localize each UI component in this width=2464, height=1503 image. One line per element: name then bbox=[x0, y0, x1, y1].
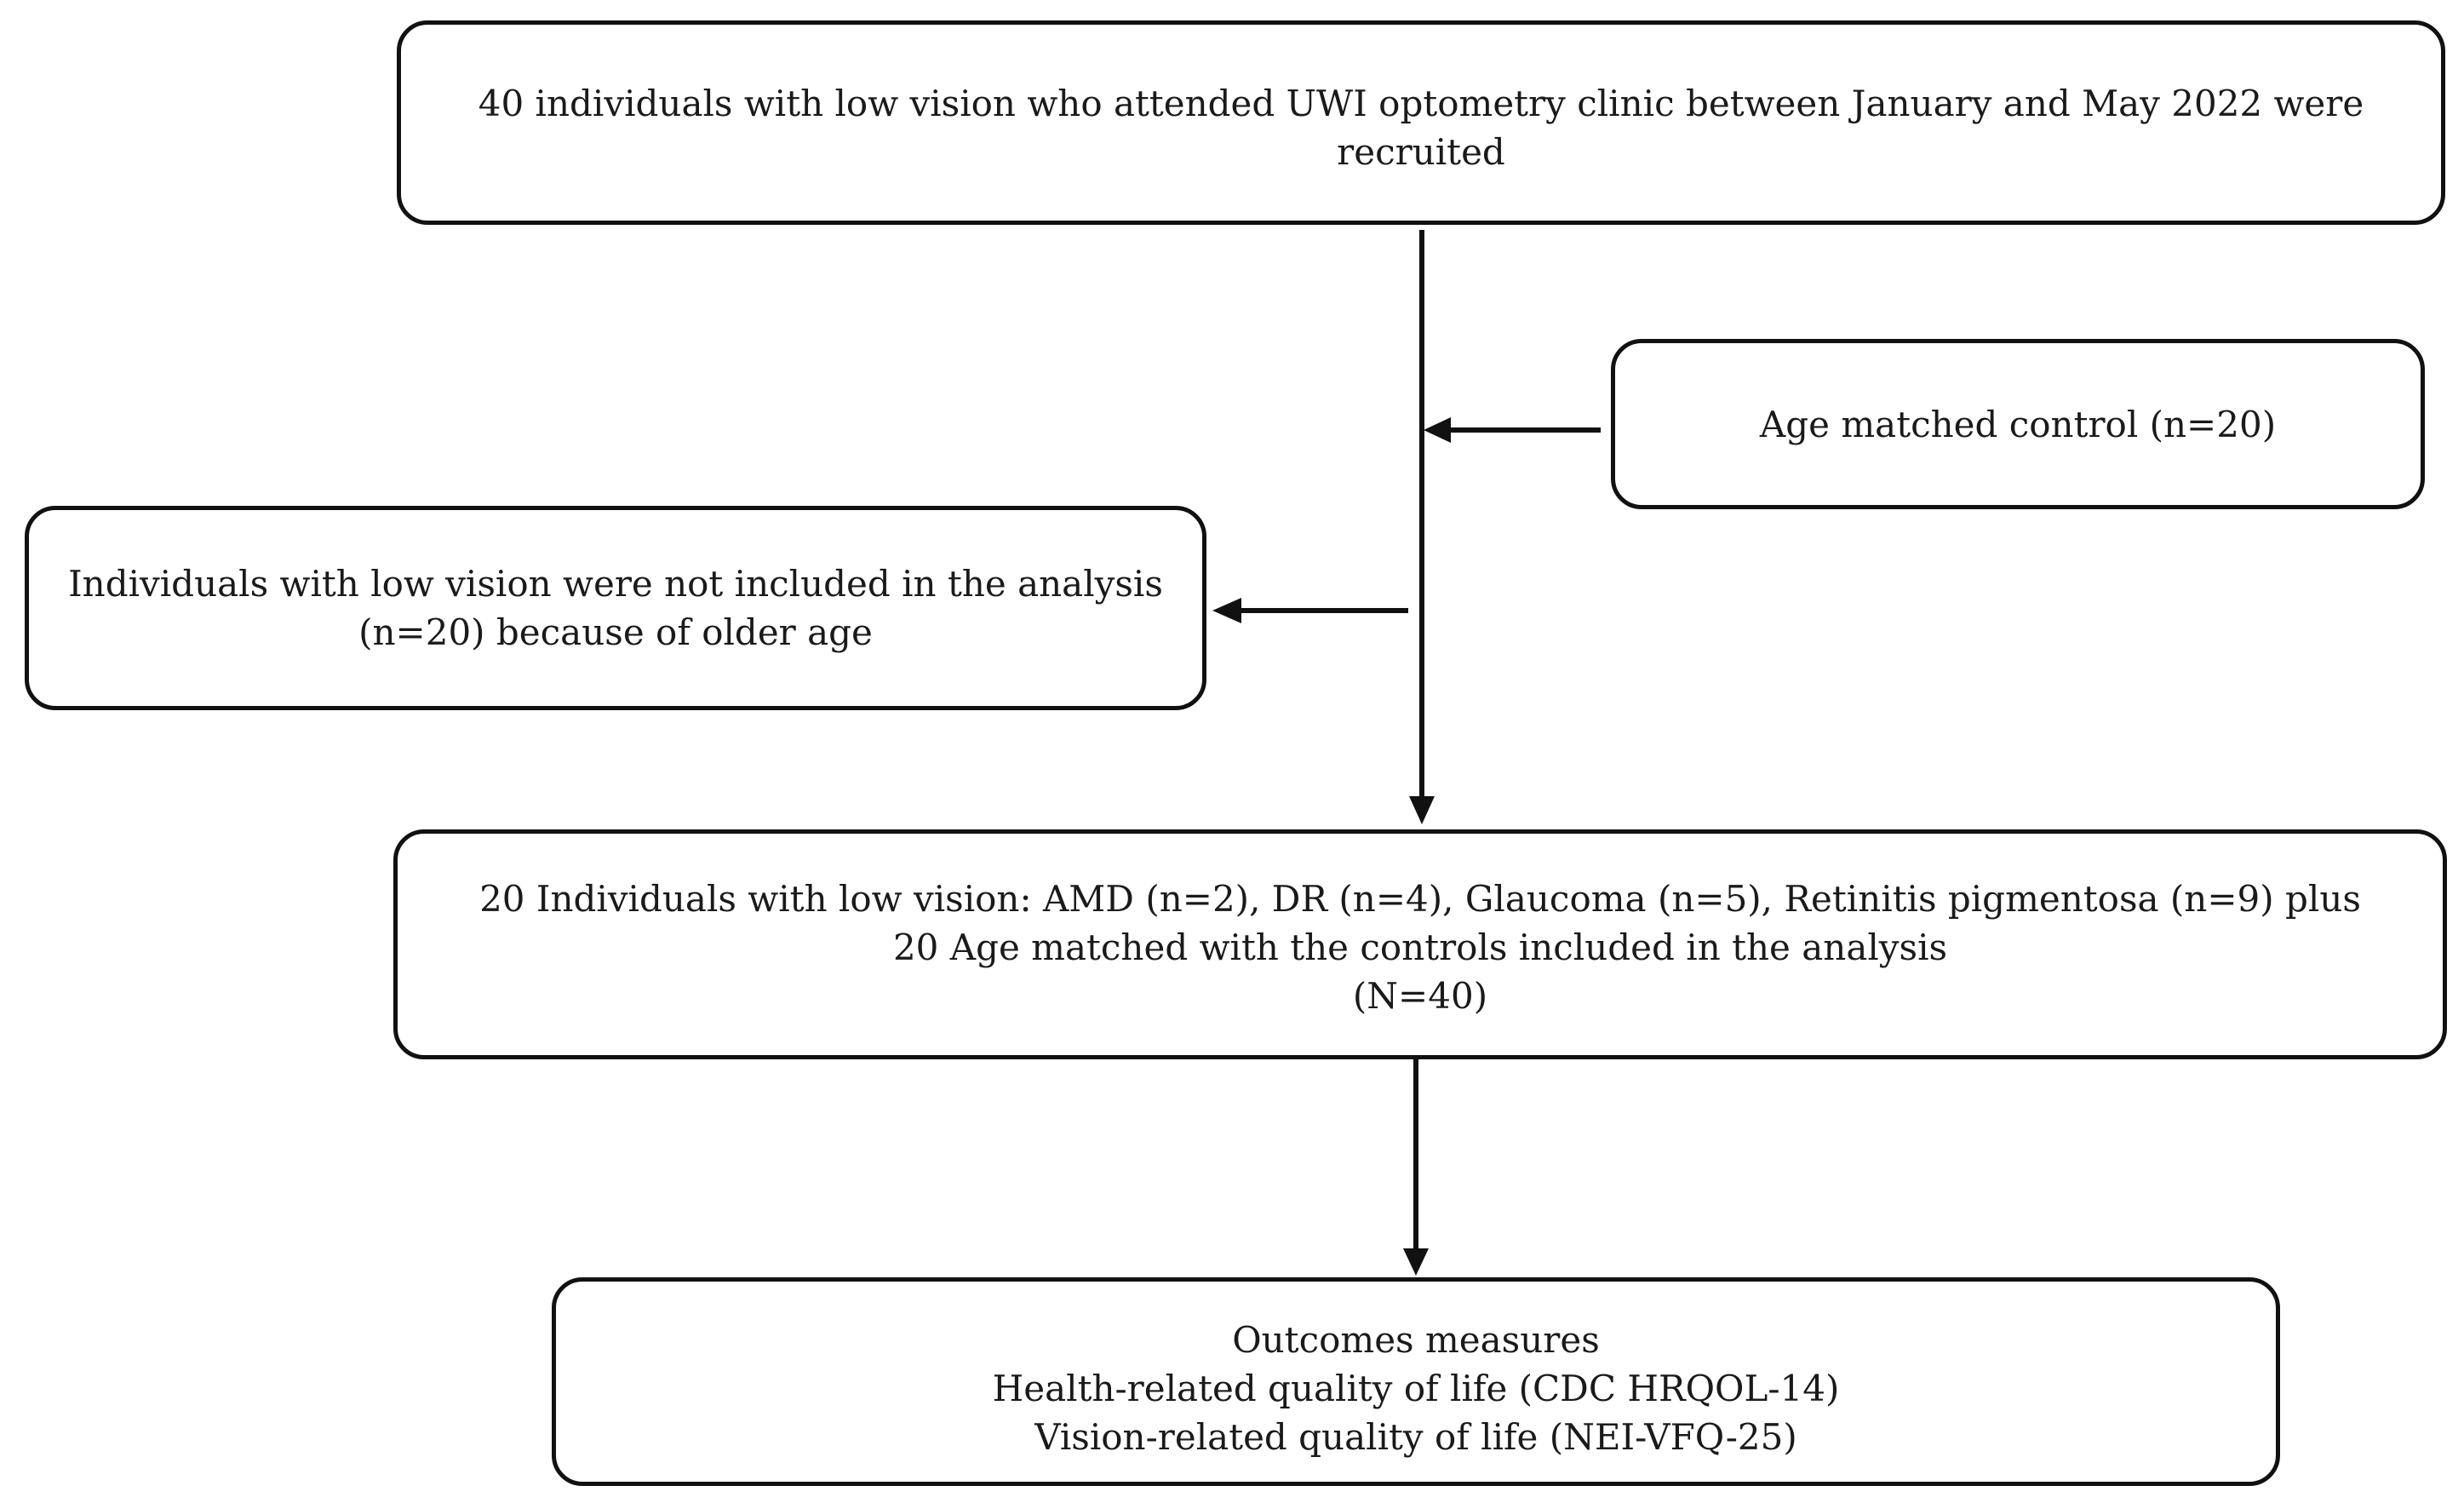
outcomes-line-1: Outcomes measures bbox=[1232, 1319, 1600, 1361]
control-box: Age matched control (n=20) bbox=[1611, 339, 2425, 509]
excluded-line-2: (n=20) because of older age bbox=[358, 611, 873, 653]
included-line-1: 20 Individuals with low vision: AMD (n=2… bbox=[479, 878, 2361, 920]
recruited-line-2: recruited bbox=[1337, 131, 1505, 173]
arrowhead-excluded bbox=[1212, 598, 1241, 623]
arrowhead-control bbox=[1424, 417, 1451, 443]
control-line-1: Age matched control (n=20) bbox=[1759, 403, 2277, 445]
outcomes-box: Outcomes measures Health-related quality… bbox=[552, 1277, 2280, 1486]
included-box: 20 Individuals with low vision: AMD (n=2… bbox=[393, 829, 2447, 1059]
excluded-line-1: Individuals with low vision were not inc… bbox=[68, 563, 1163, 605]
outcomes-line-2: Health-related quality of life (CDC HRQO… bbox=[992, 1368, 1840, 1409]
included-line-3: (N=40) bbox=[1352, 975, 1488, 1017]
recruited-line-1: 40 individuals with low vision who atten… bbox=[478, 83, 2364, 124]
included-line-2: 20 Age matched with the controls include… bbox=[892, 926, 1948, 968]
excluded-box: Individuals with low vision were not inc… bbox=[25, 506, 1206, 710]
recruited-box: 40 individuals with low vision who atten… bbox=[397, 20, 2445, 225]
outcomes-line-3: Vision-related quality of life (NEI-VFQ-… bbox=[1034, 1416, 1797, 1458]
arrowhead-included bbox=[1409, 796, 1435, 824]
arrowhead-outcomes bbox=[1403, 1248, 1429, 1276]
